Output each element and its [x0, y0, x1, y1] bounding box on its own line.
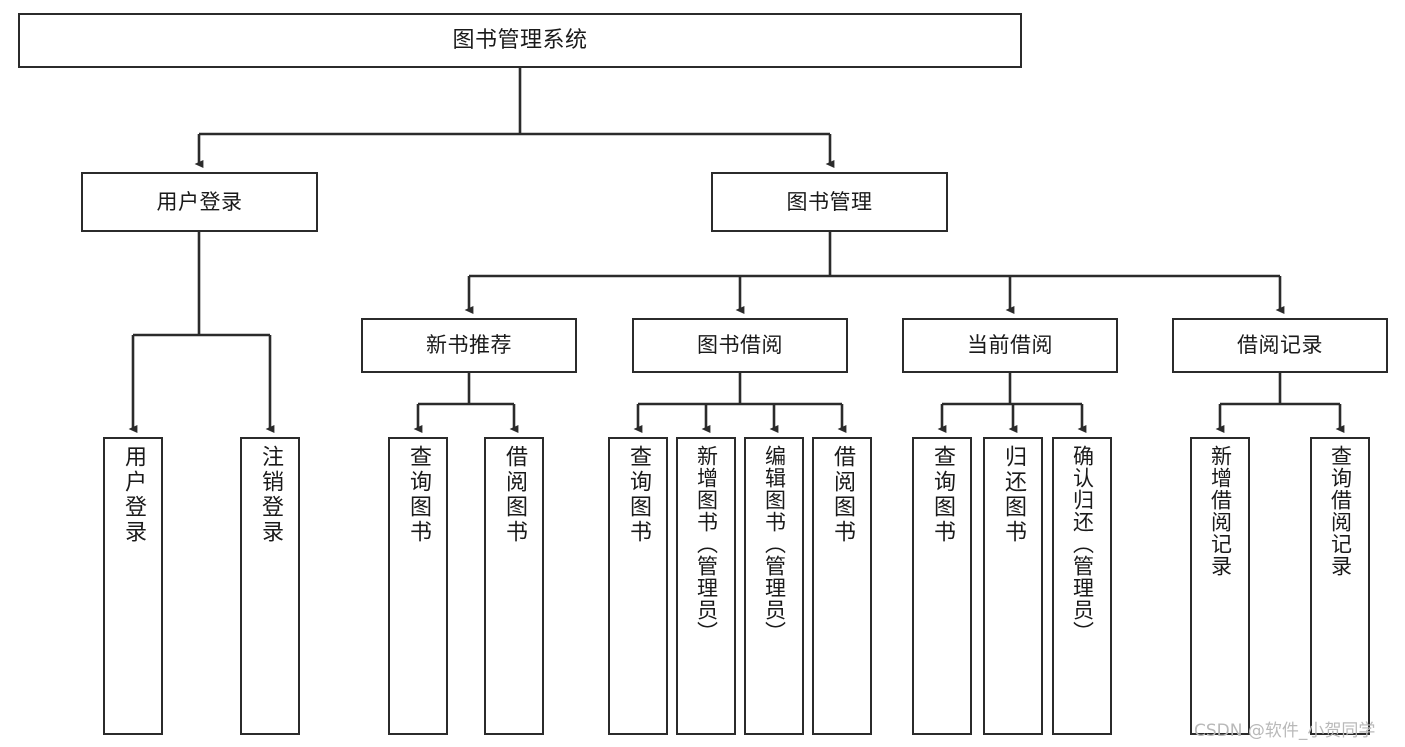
node-leaf-confirm-return-admin[interactable]: 确认归还（管理员）: [1052, 437, 1112, 735]
node-level2-new-book-recommend-label: 新书推荐: [426, 333, 512, 358]
node-leaf-borrow-book-recommend-label: 借阅图书: [502, 445, 527, 545]
node-leaf-confirm-return-admin-label: 确认归还（管理员）: [1070, 445, 1095, 643]
node-leaf-query-book-recommend-label: 查询图书: [406, 445, 431, 545]
node-level1-user-login[interactable]: 用户登录: [81, 172, 318, 232]
node-level2-book-borrow-label: 图书借阅: [697, 333, 783, 358]
node-root-label: 图书管理系统: [452, 27, 588, 53]
node-leaf-query-book-current[interactable]: 查询图书: [912, 437, 972, 735]
node-leaf-user-login-label: 用户登录: [121, 445, 146, 545]
node-level2-borrow-record[interactable]: 借阅记录: [1172, 318, 1388, 373]
node-leaf-edit-book-admin[interactable]: 编辑图书（管理员）: [744, 437, 804, 735]
node-leaf-logout-label: 注销登录: [258, 445, 283, 545]
node-leaf-borrow-book-label: 借阅图书: [830, 445, 855, 545]
node-leaf-user-login[interactable]: 用户登录: [103, 437, 163, 735]
node-leaf-logout[interactable]: 注销登录: [240, 437, 300, 735]
node-leaf-query-book-borrow-label: 查询图书: [626, 445, 651, 545]
node-leaf-query-borrow-record[interactable]: 查询借阅记录: [1310, 437, 1370, 735]
node-leaf-query-book-current-label: 查询图书: [930, 445, 955, 545]
node-leaf-edit-book-admin-label: 编辑图书（管理员）: [762, 445, 787, 643]
node-leaf-add-book-admin[interactable]: 新增图书（管理员）: [676, 437, 736, 735]
node-leaf-return-book[interactable]: 归还图书: [983, 437, 1043, 735]
node-level2-new-book-recommend[interactable]: 新书推荐: [361, 318, 577, 373]
node-leaf-borrow-book-recommend[interactable]: 借阅图书: [484, 437, 544, 735]
node-leaf-query-book-borrow[interactable]: 查询图书: [608, 437, 668, 735]
node-leaf-add-borrow-record[interactable]: 新增借阅记录: [1190, 437, 1250, 735]
node-level1-user-login-label: 用户登录: [156, 189, 243, 214]
node-level1-book-management[interactable]: 图书管理: [711, 172, 948, 232]
node-leaf-add-borrow-record-label: 新增借阅记录: [1208, 445, 1233, 577]
node-leaf-query-borrow-record-label: 查询借阅记录: [1328, 445, 1353, 577]
node-level2-book-borrow[interactable]: 图书借阅: [632, 318, 848, 373]
node-level2-current-borrow-label: 当前借阅: [967, 333, 1053, 358]
csdn-watermark: CSDN @软件_小贺同学: [1194, 721, 1376, 741]
node-level2-current-borrow[interactable]: 当前借阅: [902, 318, 1118, 373]
node-leaf-return-book-label: 归还图书: [1001, 445, 1026, 545]
node-level2-borrow-record-label: 借阅记录: [1237, 333, 1323, 358]
node-root[interactable]: 图书管理系统: [18, 13, 1022, 68]
node-leaf-add-book-admin-label: 新增图书（管理员）: [694, 445, 719, 643]
node-level1-book-management-label: 图书管理: [786, 189, 873, 214]
node-leaf-query-book-recommend[interactable]: 查询图书: [388, 437, 448, 735]
node-leaf-borrow-book[interactable]: 借阅图书: [812, 437, 872, 735]
